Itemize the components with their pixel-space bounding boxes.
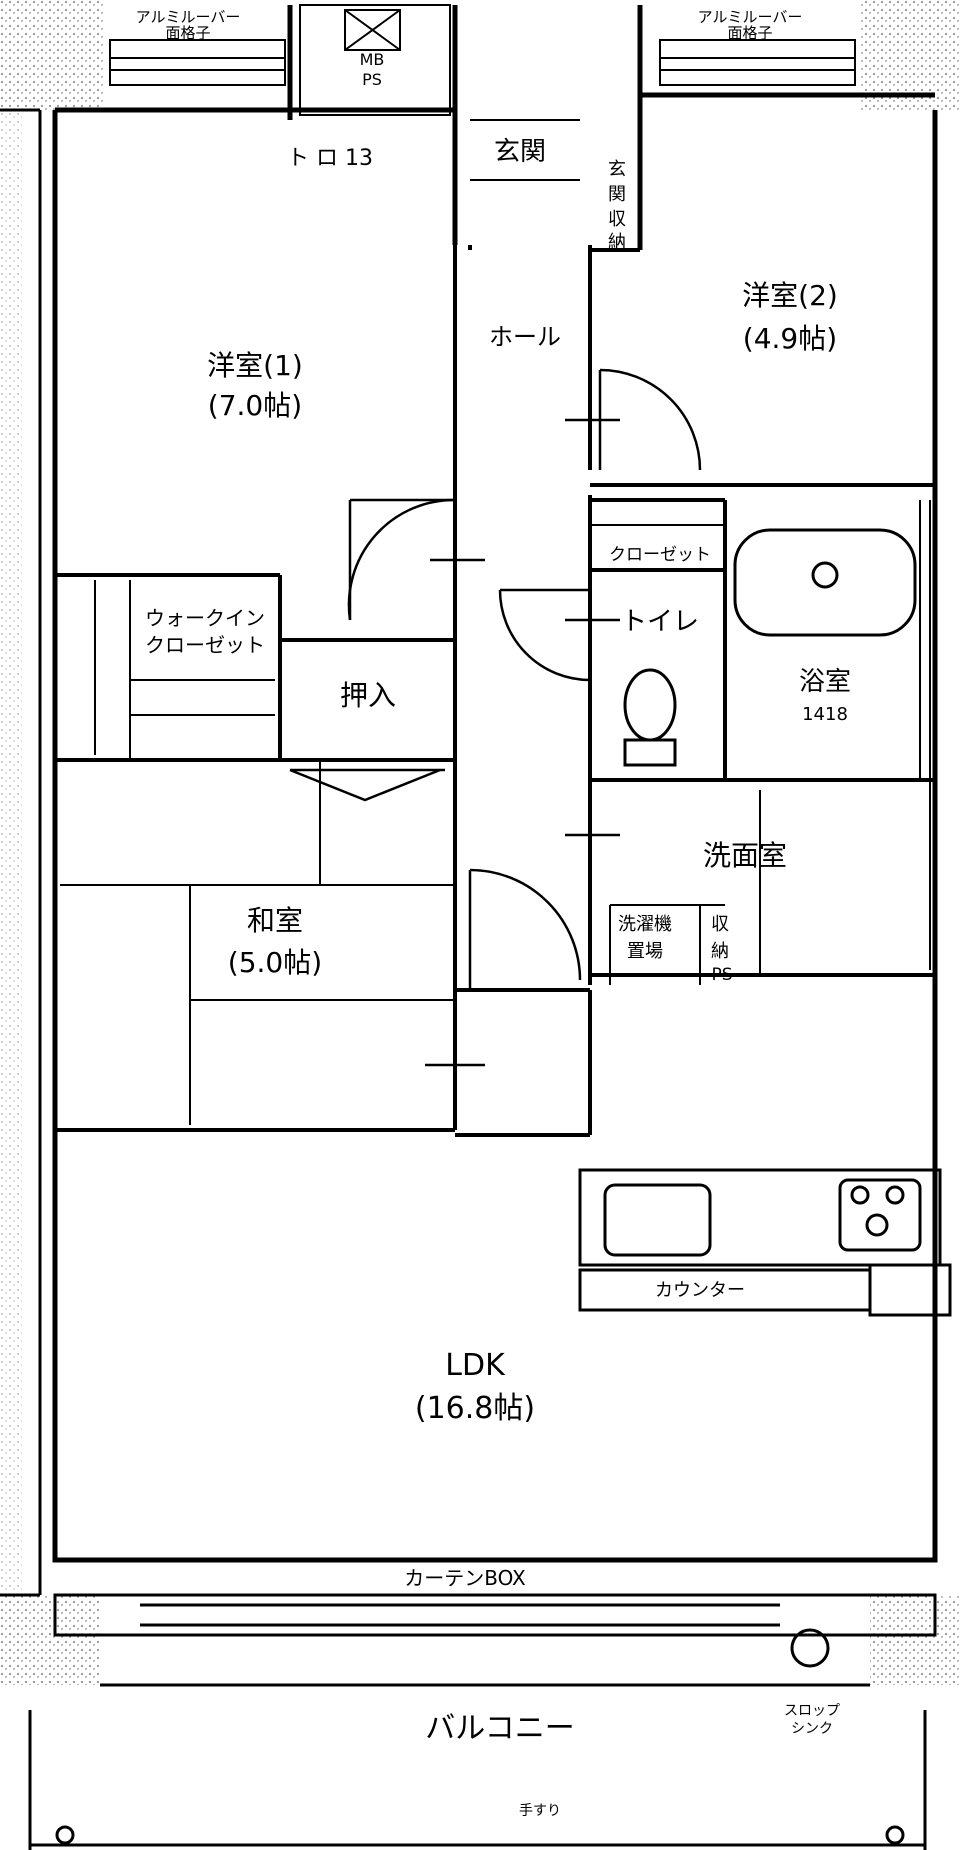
label-washitsu-name: 和室 <box>247 904 303 937</box>
label-mb-ps: PS <box>362 70 382 89</box>
label-alumi-left-1: アルミルーバー <box>136 8 241 26</box>
label-railing: 手すり <box>519 1803 561 1819</box>
top-windows <box>109 4 856 116</box>
toilet-fixture <box>623 668 677 767</box>
exterior-hatch <box>0 0 960 1685</box>
label-hall: ホール <box>489 323 561 351</box>
label-room2-size: (4.9帖) <box>743 322 837 355</box>
label-laundry-2: 置場 <box>627 941 663 962</box>
label-genkan-storage-1: 玄 <box>608 159 626 180</box>
sliding-arrows <box>425 418 620 1067</box>
interior-walls <box>55 125 935 1137</box>
label-room2-name: 洋室(2) <box>742 279 838 312</box>
door-swings <box>289 368 702 990</box>
label-toilet: トイレ <box>621 607 699 637</box>
label-storage-1: 収 <box>711 914 729 935</box>
label-genkan-storage-4: 納 <box>608 232 626 253</box>
label-ps: PS <box>711 965 732 985</box>
label-ldk-size: (16.8帖) <box>415 1391 535 1426</box>
label-top-note: ト ロ 13 <box>287 146 373 171</box>
bathtub <box>733 528 917 637</box>
label-genkan: 玄関 <box>494 137 546 167</box>
label-storage-2: 納 <box>711 941 729 962</box>
label-laundry-1: 洗濯機 <box>618 914 672 935</box>
plan-labels: アルミルーバー 面格子 アルミルーバー 面格子 MB PS 玄関 玄 関 収 納… <box>136 8 851 1819</box>
label-room1-size: (7.0帖) <box>208 389 302 422</box>
label-alumi-left-2: 面格子 <box>165 24 210 42</box>
label-genkan-storage-3: 収 <box>608 209 626 230</box>
label-washitsu-size: (5.0帖) <box>228 946 322 979</box>
label-bath-size: 1418 <box>802 704 848 725</box>
detail-lines <box>60 119 931 1136</box>
outer-walls <box>0 5 938 1597</box>
label-alumi-right-2: 面格子 <box>727 24 772 42</box>
label-ldk-name: LDK <box>445 1348 506 1383</box>
label-closet: クローゼット <box>609 545 711 565</box>
label-washroom: 洗面室 <box>703 839 787 872</box>
label-genkan-storage-2: 関 <box>608 184 626 205</box>
label-bath-name: 浴室 <box>799 667 851 697</box>
label-oshiire: 押入 <box>340 679 396 712</box>
label-walkin-1: ウォークイン <box>145 606 265 630</box>
label-walkin-2: クローゼット <box>145 633 265 657</box>
label-balcony: バルコニー <box>425 1711 574 1746</box>
label-slop-sink-1: スロップ <box>784 1703 840 1719</box>
label-mb: MB <box>360 50 385 69</box>
label-curtain-box: カーテンBOX <box>404 1566 526 1590</box>
label-alumi-right-1: アルミルーバー <box>698 8 803 26</box>
kitchen-counter <box>578 1168 952 1317</box>
balcony-area <box>28 1593 937 1850</box>
label-slop-sink-2: シンク <box>791 1721 833 1737</box>
label-counter: カウンター <box>655 1280 745 1301</box>
label-room1-name: 洋室(1) <box>207 349 303 382</box>
